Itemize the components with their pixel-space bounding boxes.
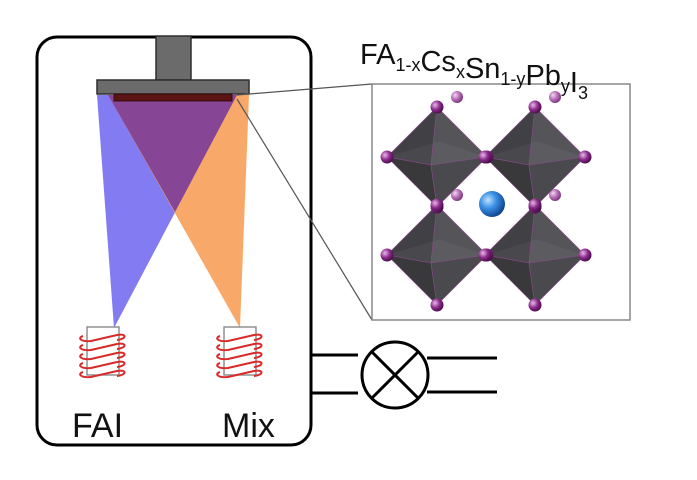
iodide-atom [430, 100, 444, 114]
iodide-atom [549, 91, 561, 103]
mix-source [216, 326, 263, 379]
fai-label: FAI [72, 407, 123, 445]
formula-label: FA1-xCsxSn1-yPbyI3 [360, 39, 588, 103]
coil-icon [216, 360, 263, 370]
coil-icon [79, 351, 126, 361]
coil-icon [79, 369, 126, 379]
cation-atom [479, 191, 505, 217]
zoom-line-top [236, 83, 373, 96]
octahedron [528, 254, 586, 306]
formula-element: FA [360, 39, 396, 71]
iodide-atom [528, 198, 542, 212]
crystal-structure [380, 91, 592, 312]
iodide-atom [430, 298, 444, 312]
octahedron [430, 156, 488, 208]
mix-label: Mix [222, 407, 275, 445]
iodide-atom [528, 100, 542, 114]
iodide-atom [578, 248, 592, 262]
beam-overlap [108, 95, 237, 212]
formula-element: I [570, 67, 578, 99]
formula-element: Cs [420, 46, 455, 78]
octahedron [430, 254, 488, 306]
iodide-atom [380, 150, 394, 164]
iodide-atom [578, 150, 592, 164]
iodide-atom [430, 198, 444, 212]
valve-cross-b [370, 350, 420, 400]
iodide-atom [451, 189, 463, 201]
coil-icon [79, 342, 126, 352]
iodide-atom [451, 91, 463, 103]
octahedron [528, 156, 586, 208]
formula-subscript: y [561, 76, 570, 96]
substrate-holder [96, 79, 250, 95]
coil-icon [216, 369, 263, 379]
substrate-rod [155, 35, 192, 81]
formula-subscript: x [456, 62, 465, 82]
coil-icon [216, 333, 263, 343]
iodide-atom [478, 248, 492, 262]
formula-subscript: 1-y [500, 69, 525, 89]
iodide-atom [380, 248, 394, 262]
fai-source [79, 326, 126, 379]
zoom-line-bottom [236, 98, 373, 321]
formula-element: Pb [525, 60, 560, 92]
iodide-atom [478, 150, 492, 164]
coil-icon [79, 360, 126, 370]
perovskite-film [113, 93, 233, 102]
formula-subscript: 3 [578, 83, 588, 103]
formula-subscript: 1-x [395, 55, 420, 75]
formula-element: Sn [465, 53, 500, 85]
iodide-atom [528, 298, 542, 312]
coil-icon [79, 333, 126, 343]
iodide-atom [549, 189, 561, 201]
coil-icon [216, 351, 263, 361]
coil-icon [216, 342, 263, 352]
